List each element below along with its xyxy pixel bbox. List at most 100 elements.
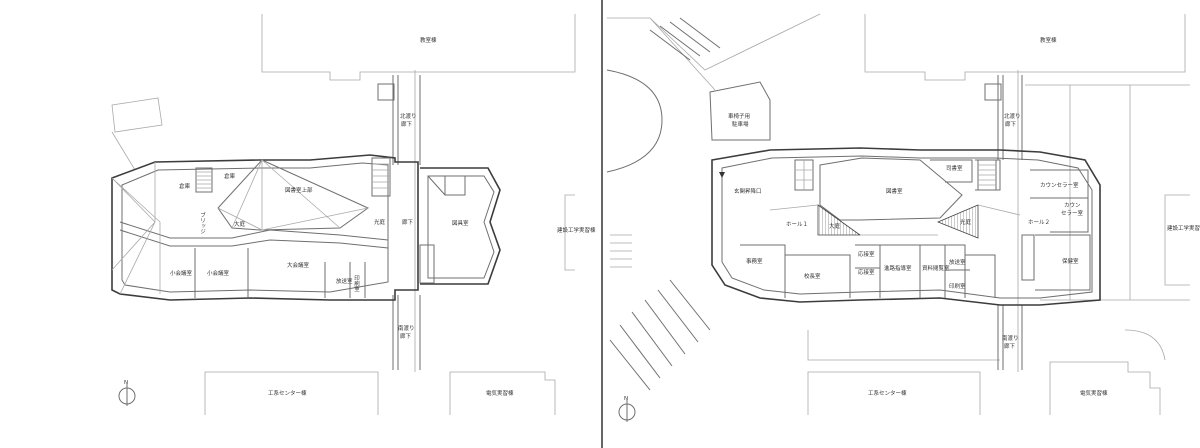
left-staircase-east bbox=[371, 157, 391, 197]
right-east-building-outline bbox=[1164, 194, 1190, 286]
right-label-north-corridor-2: 廊下 bbox=[1005, 120, 1017, 128]
right-wc-block-east bbox=[1021, 234, 1035, 281]
left-west-triangles bbox=[111, 162, 161, 295]
right-south-annex bbox=[807, 330, 1000, 361]
left-staircase-west bbox=[195, 167, 213, 193]
right-parking-stripes-north bbox=[649, 17, 721, 61]
right-north-arrow: N bbox=[618, 396, 636, 422]
right-entrance-marker bbox=[719, 172, 725, 178]
right-label-north-corridor-1: 北渡り bbox=[1004, 112, 1021, 120]
right-east-partitions bbox=[1030, 169, 1091, 291]
left-label-small-meeting2: 小会議室 bbox=[207, 269, 230, 277]
left-label-art-room: 図具室 bbox=[452, 219, 469, 227]
left-east-wing bbox=[420, 167, 501, 285]
right-label-courtyard: 光庭 bbox=[960, 218, 972, 226]
right-label-entrance: 玄関昇降口 bbox=[734, 187, 762, 195]
right-south-partitions bbox=[740, 244, 996, 298]
left-label-broadcast: 放送室 bbox=[336, 277, 353, 285]
left-label-north-corridor-2: 廊下 bbox=[401, 120, 413, 128]
right-label-wheelchair-1: 車椅子用 bbox=[728, 112, 750, 120]
left-label-courtyard: 光庭 bbox=[374, 218, 386, 226]
right-round-feature bbox=[606, 69, 663, 173]
left-meeting-partitions bbox=[194, 248, 366, 298]
left-floor-plan: N 教室棟 工系センター棟 電気実習棟 建設工学実習棟 倉庫 倉庫 図書室上部 … bbox=[111, 14, 596, 415]
right-label-stack: 司書室 bbox=[946, 164, 963, 172]
left-label-south-corridor-1: 南渡り bbox=[398, 324, 415, 332]
right-corridor-north bbox=[997, 75, 1023, 160]
left-detached-structure bbox=[111, 97, 163, 171]
left-label-north-corridor-1: 北渡り bbox=[400, 112, 417, 120]
right-label-south-building: 工系センター棟 bbox=[868, 389, 907, 397]
right-corridor-south bbox=[997, 305, 1023, 370]
right-label-reception: 応接室 bbox=[858, 250, 875, 258]
right-label-south-corridor-1: 南渡り bbox=[1002, 334, 1019, 342]
right-dashed-ramp bbox=[610, 234, 632, 268]
left-label-north-building: 教室棟 bbox=[420, 36, 437, 44]
right-courtyard-hatch bbox=[936, 204, 979, 239]
right-label-print: 印刷室 bbox=[949, 282, 966, 290]
left-north-arrow: N bbox=[118, 380, 136, 406]
right-parking-stripes-south bbox=[609, 279, 711, 391]
right-label-counselor-b-2: セラー室 bbox=[1061, 209, 1084, 217]
right-label-principal: 校長室 bbox=[804, 272, 821, 280]
left-label-south-right-building: 電気実習棟 bbox=[486, 389, 514, 397]
right-label-counselor: カウンセラー室 bbox=[1040, 181, 1079, 189]
left-wc-block bbox=[419, 244, 435, 284]
left-bridge-band bbox=[119, 221, 389, 249]
right-label-broadcast: 放送室 bbox=[949, 258, 966, 266]
left-label-storage: 倉庫 bbox=[179, 182, 191, 190]
left-label-east-building: 建設工学実習棟 bbox=[557, 226, 596, 234]
right-label-office: 事務室 bbox=[746, 257, 763, 265]
right-label-library: 図書室 bbox=[886, 187, 903, 195]
left-south-building-outline bbox=[204, 371, 379, 415]
right-floor-plan: N 教室棟 工系センター棟 電気実習棟 建設工学実習棟 車椅子用 駐車場 玄関昇… bbox=[606, 13, 1200, 422]
right-south-right-building-outline bbox=[1049, 361, 1161, 415]
left-main-envelope bbox=[111, 154, 419, 301]
right-library-room bbox=[819, 157, 963, 221]
right-atrium-hatch bbox=[817, 204, 862, 236]
left-label-bridge: ブリッジ bbox=[199, 211, 206, 235]
right-label-counselor-b-1: カウン bbox=[1064, 201, 1081, 209]
left-void-diagonals bbox=[217, 159, 369, 231]
right-label-hall1: ホール１ bbox=[786, 221, 808, 228]
right-label-nurse: 保健室 bbox=[1062, 257, 1079, 265]
left-label-library-upper: 図書室上部 bbox=[285, 186, 313, 194]
left-label-storage2: 倉庫 bbox=[224, 172, 236, 180]
right-label-east-building: 建設工学実習棟 bbox=[1167, 224, 1200, 232]
right-label-guidance: 進路指導室 bbox=[884, 264, 912, 272]
right-main-envelope bbox=[711, 147, 1101, 306]
left-corridor-north bbox=[392, 75, 421, 165]
right-label-reception2: 応接室 bbox=[858, 268, 875, 276]
right-hall-diagonals bbox=[769, 204, 1021, 236]
left-north-building-outline bbox=[261, 14, 576, 81]
left-corridor-south bbox=[392, 295, 421, 370]
left-label-atrium: 大庭 bbox=[234, 220, 246, 228]
right-north-building-outline bbox=[864, 14, 1186, 81]
right-label-south-right-building: 電気実習棟 bbox=[1080, 389, 1108, 397]
right-south-building-outline bbox=[807, 371, 981, 415]
right-wheelchair-area bbox=[709, 81, 771, 141]
left-inner-wall bbox=[121, 162, 389, 293]
right-label-materials: 資料閲覧室 bbox=[922, 264, 950, 272]
left-north-box bbox=[377, 83, 395, 101]
right-label-atrium: 大庭 bbox=[829, 222, 841, 230]
right-wc-block-west bbox=[794, 159, 814, 191]
right-staircase-east bbox=[977, 159, 997, 191]
right-north-symbol: N bbox=[624, 396, 628, 402]
left-south-right-building-outline bbox=[449, 371, 556, 415]
left-label-large-meeting: 大会議室 bbox=[287, 261, 310, 269]
right-label-south-corridor-2: 廊下 bbox=[1004, 342, 1016, 350]
left-label-south-building: 工系センター棟 bbox=[268, 389, 307, 397]
right-label-north-building: 教室棟 bbox=[1040, 36, 1057, 44]
left-label-print: 印刷室 bbox=[353, 275, 360, 292]
right-inner-wall bbox=[721, 155, 1093, 299]
left-label-south-corridor-2: 廊下 bbox=[400, 332, 412, 340]
left-east-building-outline bbox=[564, 194, 575, 271]
left-label-corridor: 廊下 bbox=[402, 218, 414, 226]
left-east-wing-inner bbox=[427, 175, 495, 279]
right-label-wheelchair-2: 駐車場 bbox=[732, 120, 749, 128]
right-north-box bbox=[984, 83, 1002, 101]
right-east-yard bbox=[1025, 84, 1190, 361]
right-label-hall2: ホール２ bbox=[1028, 219, 1050, 226]
